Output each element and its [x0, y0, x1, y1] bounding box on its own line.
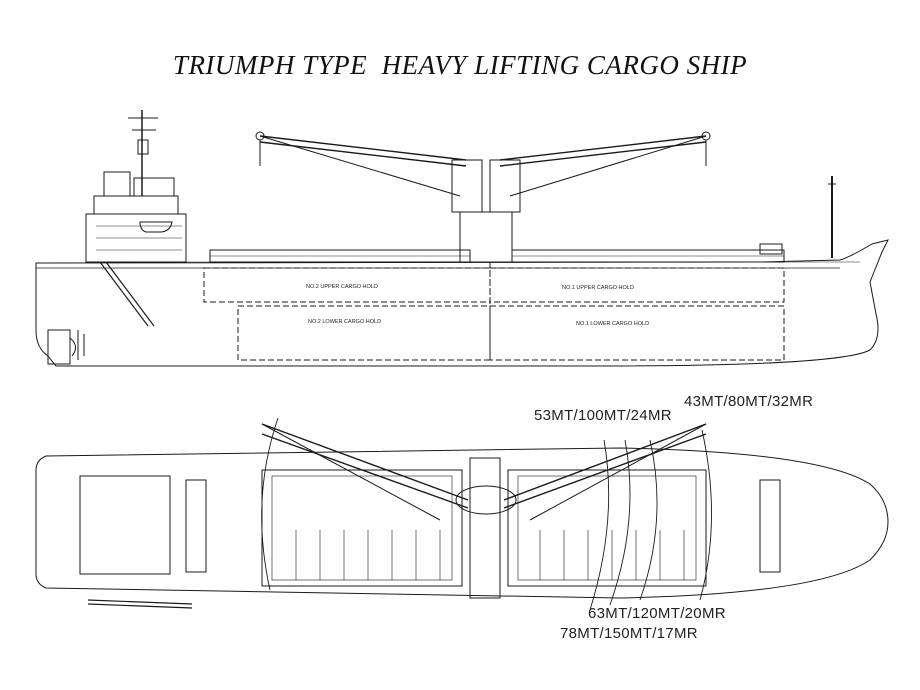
crane-pedestal: [459, 211, 513, 263]
profile-hull: [35, 239, 889, 367]
hold-no2-lower: [237, 305, 491, 361]
plan-cranes: [261, 423, 707, 521]
plan-crane-column: [469, 457, 501, 599]
reach-arcs: [261, 417, 712, 611]
hold-label-no1-upper: NO.1 UPPER CARGO HOLD: [562, 285, 634, 291]
hold-no1-lower: [489, 305, 785, 361]
plan-deckhouse: [79, 475, 171, 575]
hold-label-no1-lower: NO.1 LOWER CARGO HOLD: [576, 321, 649, 327]
hold-label-no2-lower: NO.2 LOWER CARGO HOLD: [308, 319, 381, 325]
hold-no1-upper: [489, 267, 785, 303]
plan-view: [35, 417, 889, 611]
plan-hull: [35, 447, 889, 599]
capacity-label-78: 78MT/150MT/17MR: [560, 625, 698, 642]
lifeboat: [139, 221, 173, 233]
profile-view: [35, 110, 889, 367]
drawing-title: TRIUMPH TYPE HEAVY LIFTING CARGO SHIP: [172, 50, 748, 80]
capacity-label-53: 53MT/100MT/24MR: [534, 407, 672, 424]
capacity-label-63: 63MT/120MT/20MR: [588, 605, 726, 622]
hold-label-no2-upper: NO.2 UPPER CARGO HOLD: [306, 284, 378, 290]
rudder: [47, 329, 71, 365]
profile-cranes: [255, 131, 711, 263]
capacity-label-43: 43MT/80MT/32MR: [684, 393, 813, 410]
